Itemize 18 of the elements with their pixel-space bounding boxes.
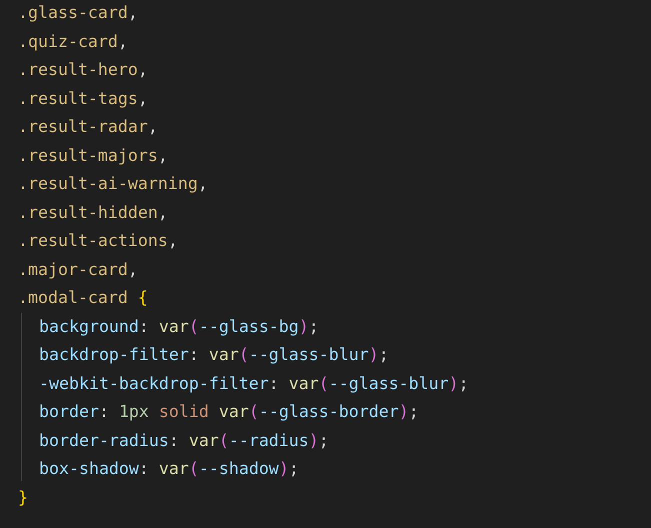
css-declaration: border-radius: var(--radius); xyxy=(39,430,329,452)
css-selector: .result-majors, xyxy=(18,144,168,166)
css-selector: .quiz-card, xyxy=(18,30,128,52)
closing-brace: } xyxy=(18,486,28,508)
css-selector: .result-hidden, xyxy=(18,202,168,224)
css-selector: .result-actions, xyxy=(18,230,178,252)
css-selector: .glass-card, xyxy=(18,2,138,24)
css-declaration: -webkit-backdrop-filter: var(--glass-blur); xyxy=(39,372,469,394)
css-selector: .result-tags, xyxy=(18,88,148,110)
css-selector: .result-hero, xyxy=(18,59,148,81)
css-declaration: background: var(--glass-bg); xyxy=(39,316,319,338)
css-selector: .result-ai-warning, xyxy=(18,173,208,195)
css-selector: .major-card, xyxy=(18,258,138,280)
css-declaration: box-shadow: var(--shadow); xyxy=(39,458,299,480)
css-declaration: border: 1px solid var(--glass-border); xyxy=(39,401,419,423)
css-selector: .modal-card { xyxy=(18,287,148,309)
css-selector: .result-radar, xyxy=(18,116,158,138)
css-declaration: backdrop-filter: var(--glass-blur); xyxy=(39,344,389,366)
